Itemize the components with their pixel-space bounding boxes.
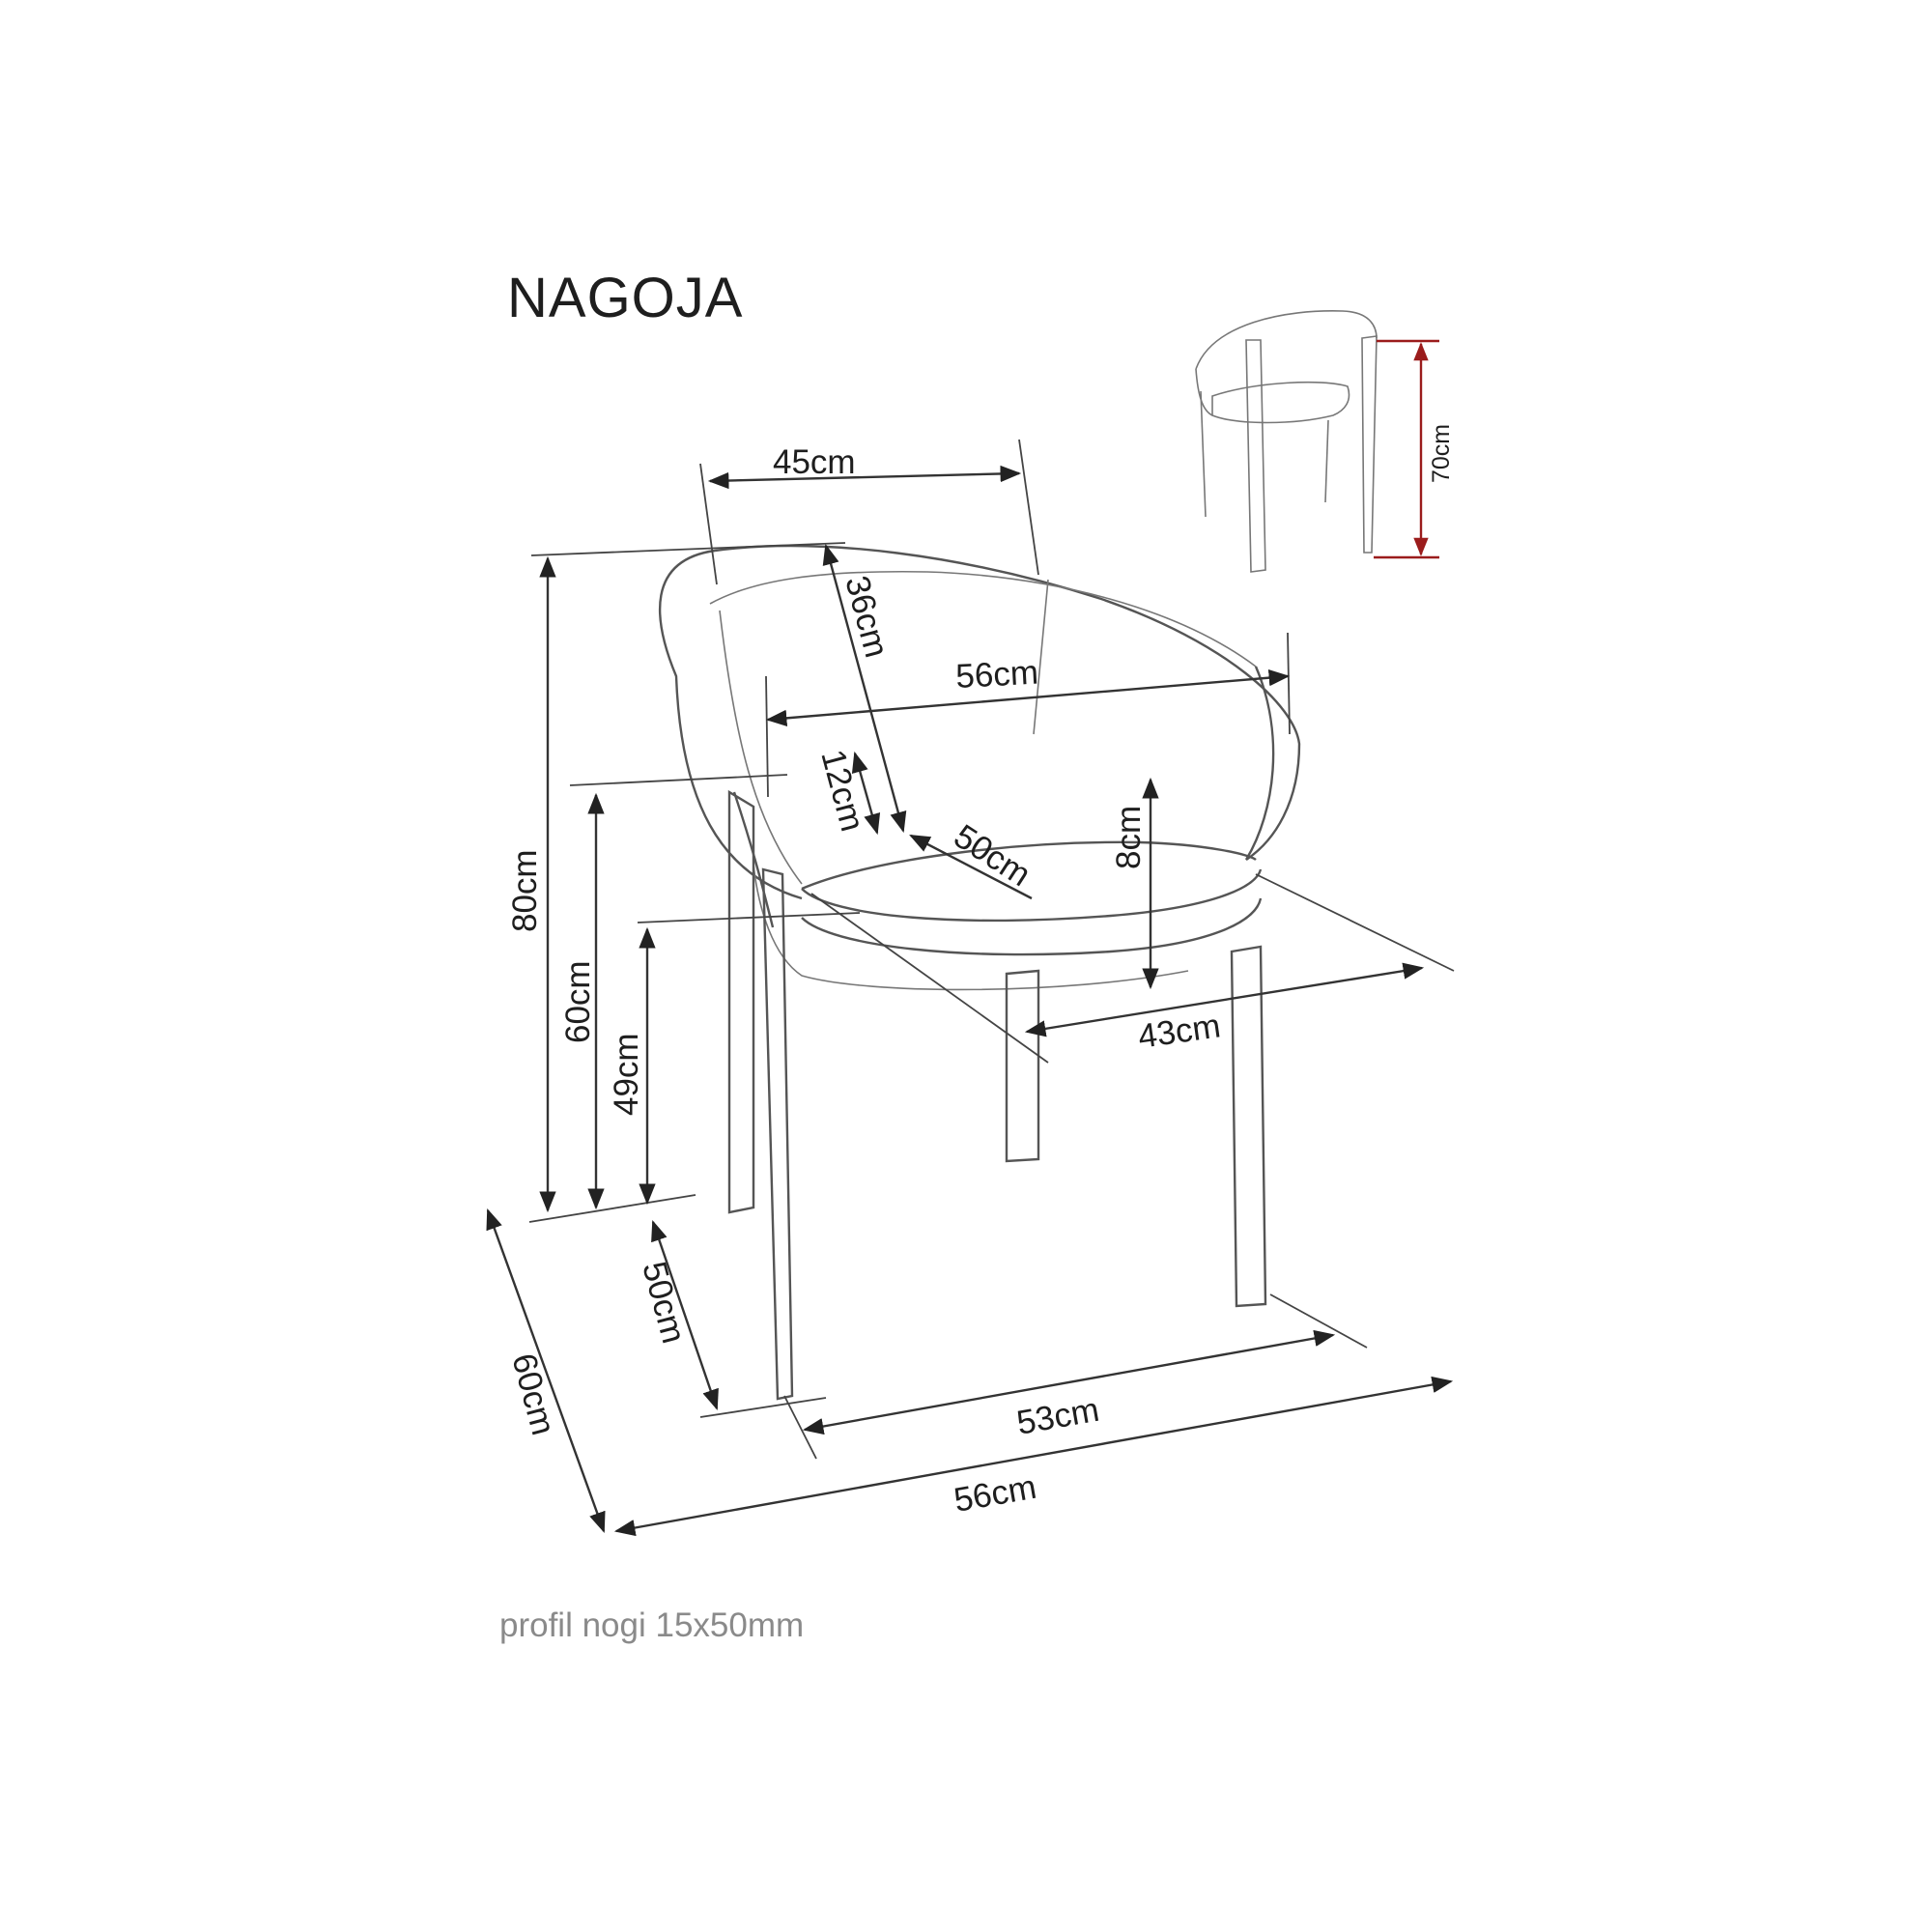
- label-49cm: 49cm: [608, 1033, 645, 1116]
- label-50cm-leg: 50cm: [635, 1258, 693, 1348]
- label-70cm: 70cm: [1428, 424, 1455, 483]
- label-43cm: 43cm: [1136, 1007, 1223, 1056]
- dimension-lines: [486, 439, 1455, 1537]
- label-50cm-seat: 50cm: [948, 817, 1037, 894]
- product-title: NAGOJA: [507, 267, 744, 329]
- label-80cm: 80cm: [506, 849, 544, 932]
- label-8cm: 8cm: [1110, 806, 1148, 869]
- label-56cm-inner: 56cm: [954, 654, 1039, 696]
- inset-dimension: 70cm: [1374, 339, 1455, 559]
- label-12cm: 12cm: [813, 746, 871, 836]
- label-60cm-height: 60cm: [559, 960, 597, 1043]
- label-56cm-total: 56cm: [952, 1468, 1039, 1520]
- label-45cm: 45cm: [773, 443, 856, 481]
- leg-profile-note: profil nogi 15x50mm: [499, 1606, 805, 1644]
- label-60cm-depth: 60cm: [504, 1350, 562, 1439]
- label-36cm: 36cm: [838, 572, 895, 662]
- label-53cm: 53cm: [1014, 1391, 1102, 1442]
- inset-chair-thumbnail: [1195, 310, 1378, 573]
